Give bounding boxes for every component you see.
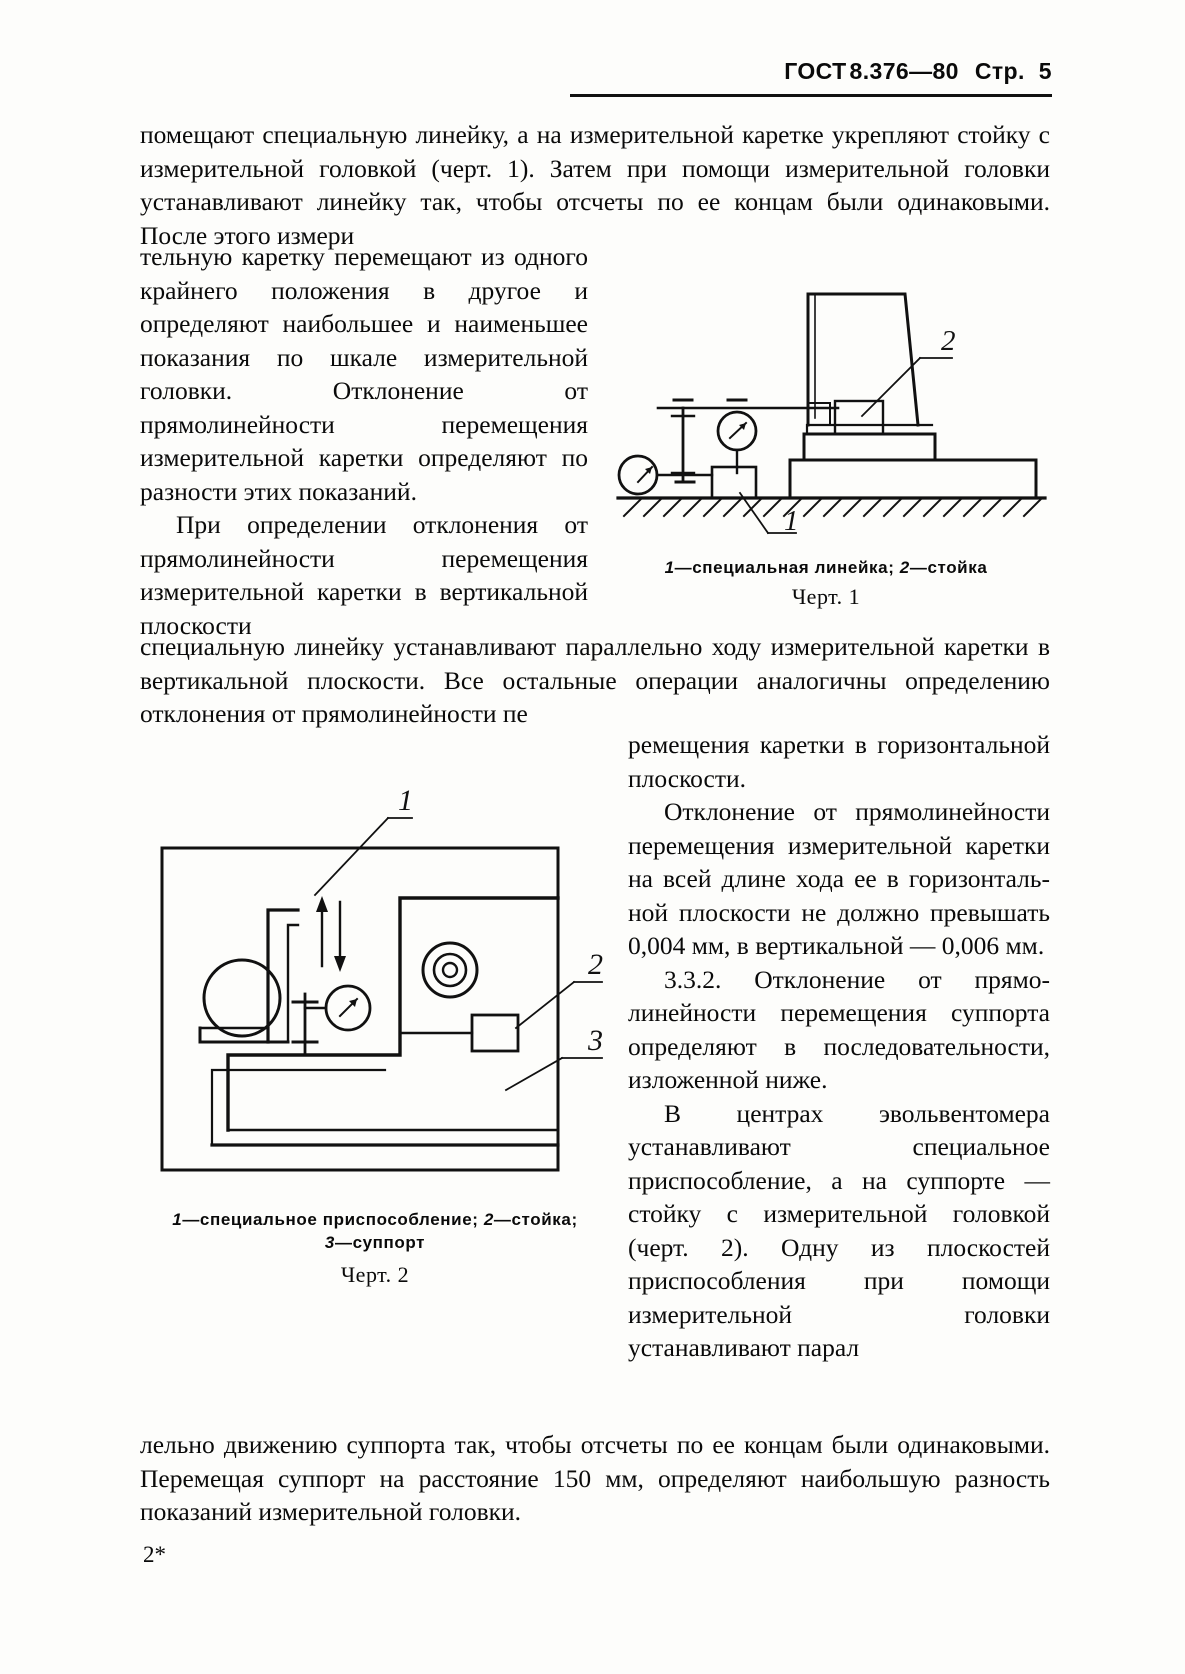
figure-2-callout-3-label: 3 — [587, 1024, 603, 1057]
figure-1-callout-1-label: 1 — [784, 505, 799, 537]
figure-2-caption-line-1: 1—специальное приспособление; 2—стойка; — [140, 1210, 610, 1230]
page-word-label: Стр. — [974, 58, 1025, 84]
figure-2-number: Черт. 2 — [340, 1262, 410, 1287]
figure-1-drawing: 2 1 — [616, 292, 1047, 537]
figure-1: 2 1 1—специальная линейка; 2—стойка Черт… — [600, 268, 1052, 609]
paragraph-bottom-full-text: лельно движению суппорта так, чтобы отсч… — [140, 1430, 1050, 1526]
figure-2-callout-1-label: 1 — [398, 784, 413, 817]
figure-1-caption-text-2: —стойка — [909, 558, 988, 577]
paragraph-right-column: ремещения каретки в горизон­тальной плос… — [628, 728, 1050, 1365]
figure-1-callout-2-label: 2 — [941, 325, 956, 357]
figure-1-number: Черт. 1 — [791, 584, 861, 609]
paragraph-left-column-text: тельную каретку перемещают из одного кра… — [140, 242, 588, 506]
standard-number: 8.376—80 — [849, 58, 959, 84]
paragraph-top-text: помещают специальную линейку, а на измер… — [140, 120, 1050, 250]
figure-2-caption-text-3: —суппорт — [334, 1233, 426, 1252]
page-number: 5 — [1038, 58, 1052, 84]
paragraph-right-3: 3.3.2. Отклонение от прямо­линейности пе… — [628, 964, 1050, 1095]
figure-2-caption-line-2: 3—суппорт — [140, 1233, 610, 1253]
paragraph-middle-full-text: специальную линейку устанавливают паралл… — [140, 632, 1050, 728]
paragraph-right-2: Отклонение от прямоли­нейности перемещен… — [628, 797, 1050, 960]
footer-signature-mark: 2* — [143, 1542, 166, 1567]
figure-1-caption-num-1: 1 — [664, 558, 675, 577]
paragraph-top: помещают специальную линейку, а на измер… — [140, 118, 1050, 252]
figure-1-caption: 1—специальная линейка; 2—стойка — [600, 558, 1052, 578]
header-rule — [570, 94, 1052, 97]
figure-2-caption-text-2: —стойка; — [493, 1210, 578, 1229]
figure-2: 1 2 3 1—специальное приспособление; 2—ст… — [150, 770, 620, 1330]
paragraph-middle-full: специальную линейку устанавливают паралл… — [140, 630, 1050, 731]
paragraph-right-1: ремещения каретки в горизон­тальной плос… — [628, 730, 1050, 793]
figure-2-callout-2-label: 2 — [588, 948, 603, 981]
paragraph-bottom-full: лельно движению суппорта так, чтобы отсч… — [140, 1428, 1050, 1529]
figure-2-drawing: 1 2 3 — [160, 784, 603, 1172]
standard-label: ГОСТ — [784, 58, 847, 84]
paragraph-left-column: тельную каретку перемещают из одного кра… — [140, 240, 588, 642]
figure-2-caption-num-1: 1 — [172, 1210, 183, 1229]
figure-2-caption-num-2: 2 — [483, 1210, 494, 1229]
figure-2-caption-num-3: 3 — [324, 1233, 335, 1252]
paragraph-left-column-text-2: При определении отклоне­ния от прямолине… — [140, 510, 588, 640]
figure-1-caption-num-2: 2 — [899, 558, 910, 577]
figure-2-caption-text-1: —специальное приспособление; — [182, 1210, 484, 1229]
figure-1-caption-text-1: —специальная линейка; — [674, 558, 900, 577]
paragraph-right-4: В центрах эвольвентомера устанавливают с… — [628, 1098, 1050, 1363]
